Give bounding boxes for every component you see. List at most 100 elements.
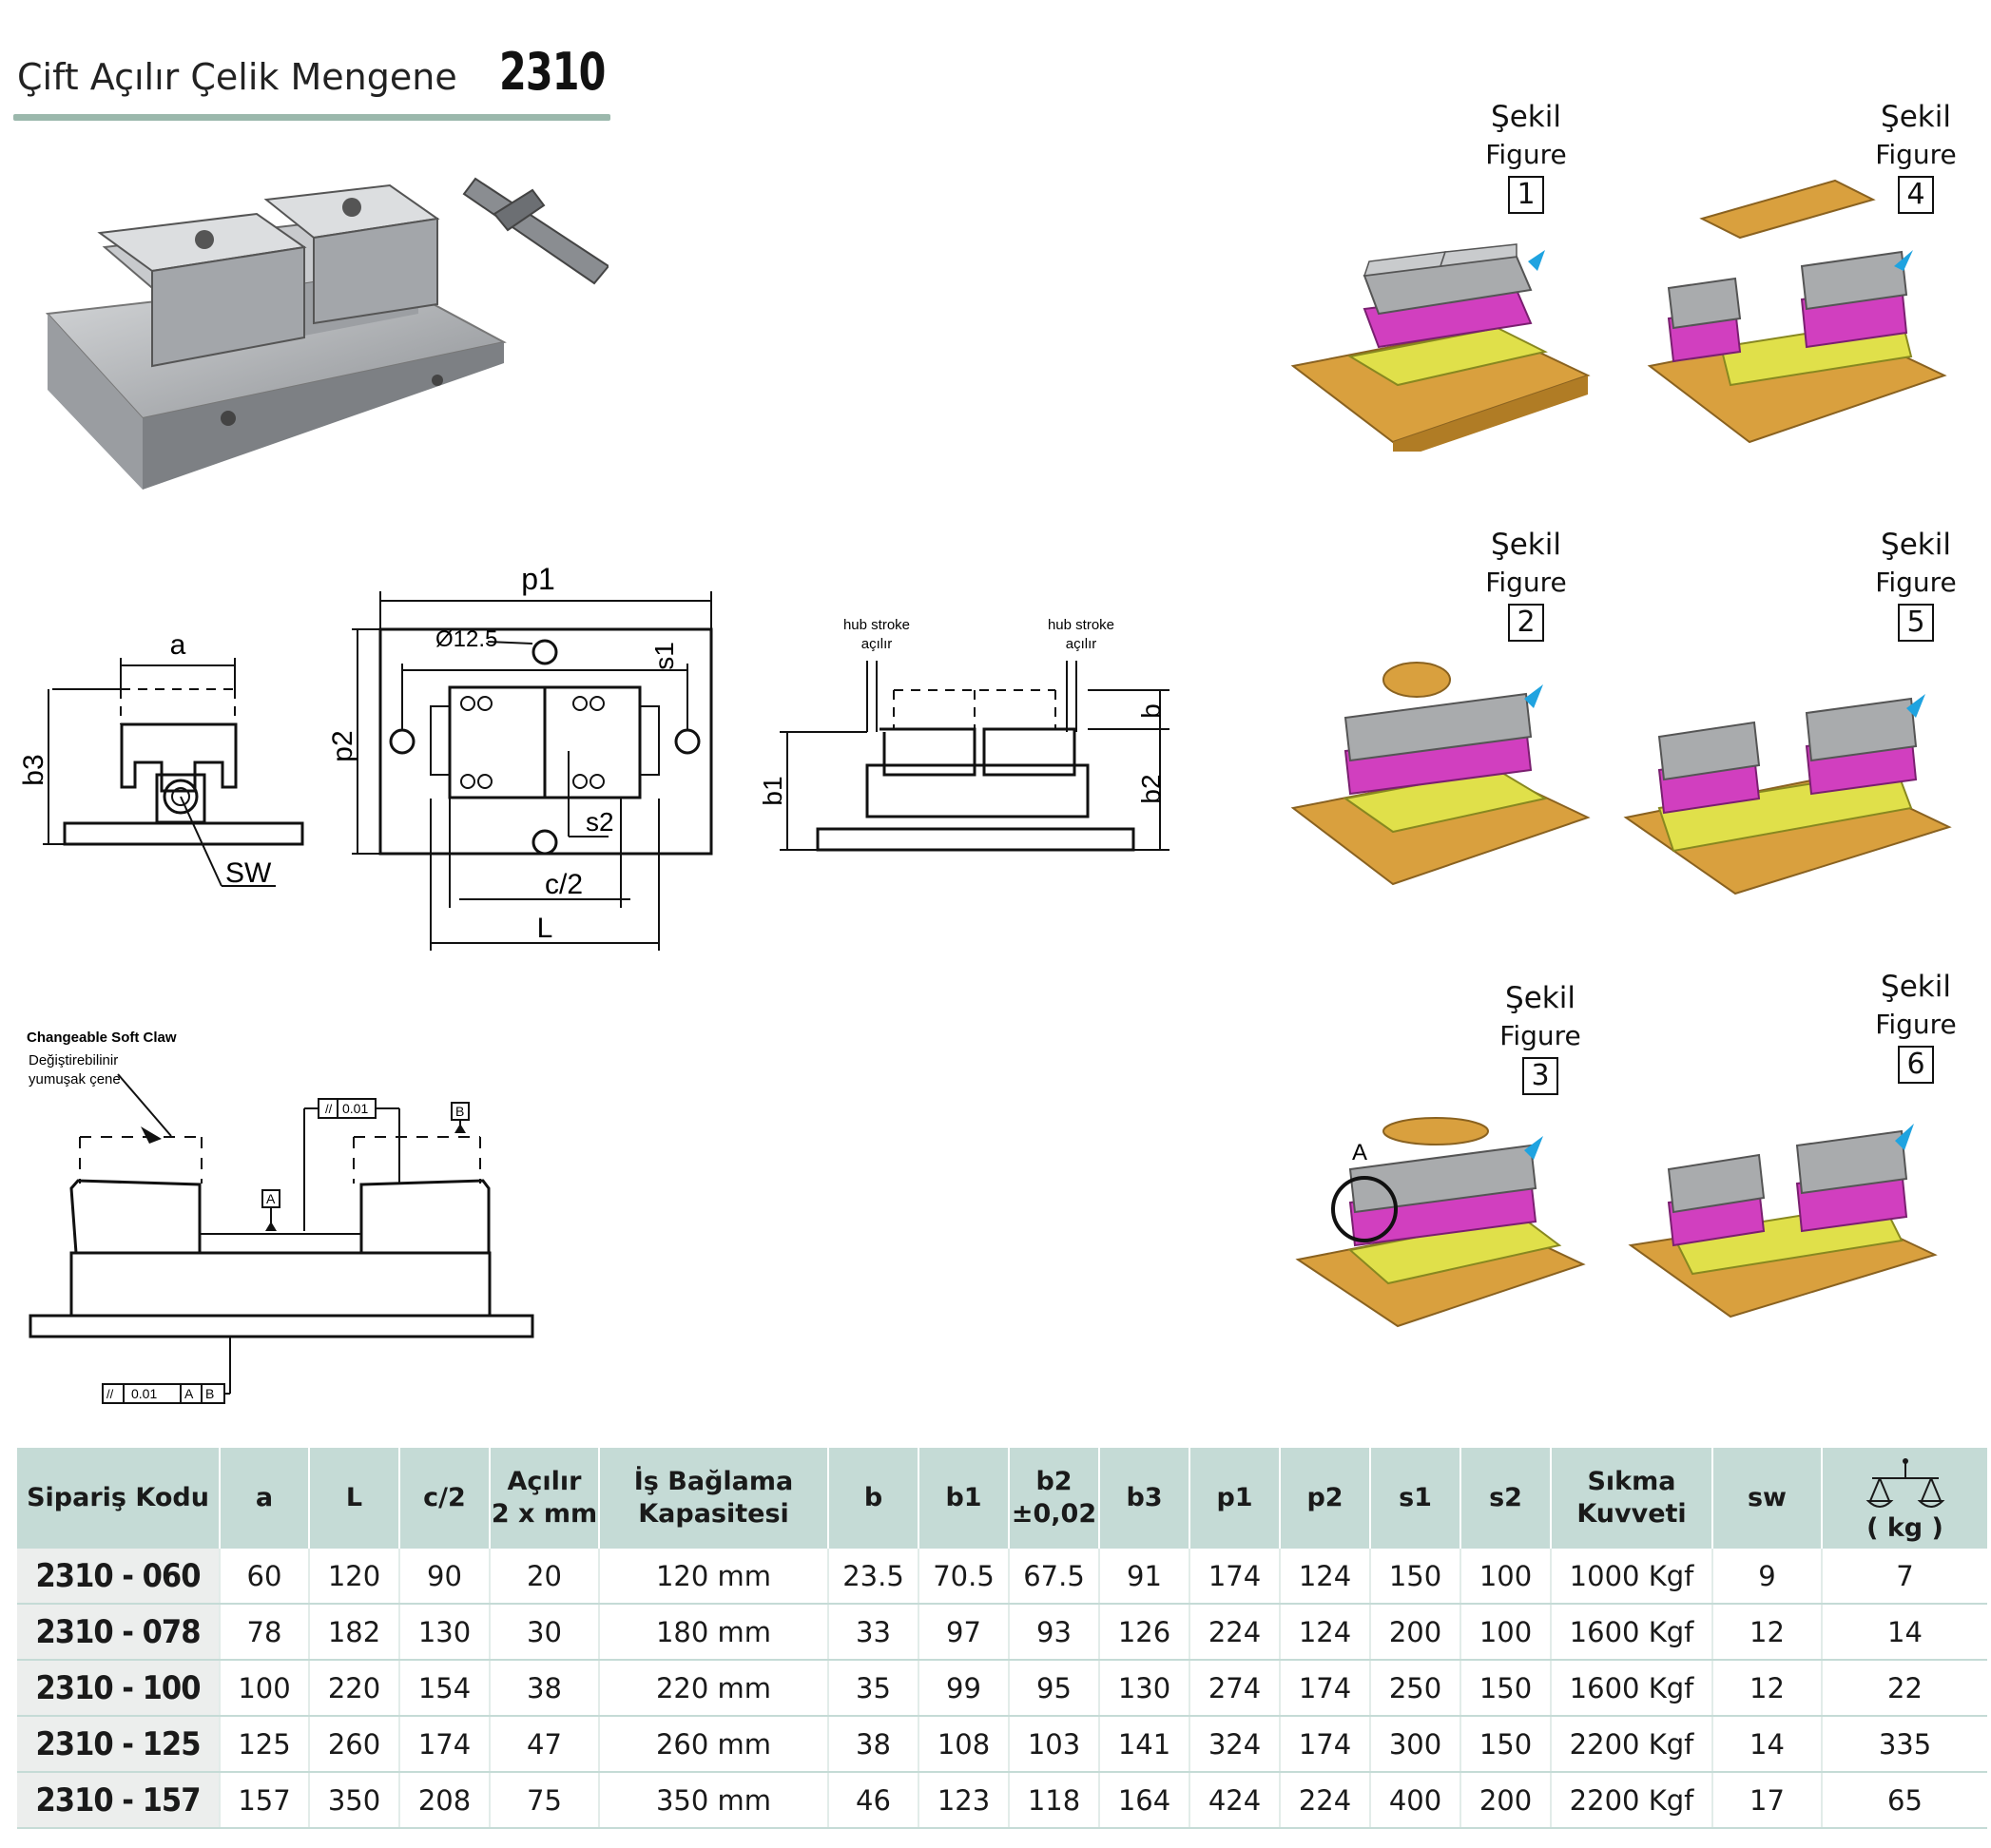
dim-c2: c/2 <box>545 869 583 900</box>
table-cell: 220 mm <box>599 1660 829 1717</box>
table-cell: 75 <box>490 1772 600 1829</box>
table-cell: 164 <box>1099 1772 1190 1829</box>
dim-p2: p2 <box>327 730 358 761</box>
figure-number-5: 5 <box>1898 604 1934 642</box>
table-cell: 174 <box>1280 1660 1371 1717</box>
table-cell: 174 <box>1280 1716 1371 1773</box>
table-cell: 208 <box>399 1772 491 1829</box>
dim-s1: s1 <box>649 642 679 670</box>
table-cell: 124 <box>1280 1604 1371 1661</box>
table-cell: 100 <box>220 1660 310 1717</box>
table-cell: 23.5 <box>828 1549 919 1605</box>
table-cell: 154 <box>399 1660 491 1717</box>
table-cell: 182 <box>309 1604 400 1661</box>
datum-a: A <box>266 1191 276 1206</box>
table-cell: 350 mm <box>599 1772 829 1829</box>
dim-b3: b3 <box>18 754 49 785</box>
table-cell: 157 <box>220 1772 310 1829</box>
hub-acilir-label-left: açılır <box>861 636 893 652</box>
hub-stroke-label-right: hub stroke <box>1048 617 1114 633</box>
table-cell: 93 <box>1009 1604 1100 1661</box>
table-cell: 300 <box>1370 1716 1461 1773</box>
claw-label-en: Changeable Soft Claw <box>27 1030 177 1046</box>
tolerance-2-datum-b: B <box>205 1386 214 1401</box>
table-cell: 97 <box>918 1604 1010 1661</box>
table-cell: 78 <box>220 1604 310 1661</box>
figure-2-illustration <box>1290 662 1591 886</box>
order-code-cell: 2310 - 100 <box>17 1660 221 1717</box>
scale-icon <box>1865 1458 1944 1508</box>
table-cell: 274 <box>1189 1660 1281 1717</box>
table-cell: 47 <box>490 1716 600 1773</box>
table-cell: 1600 Kgf <box>1551 1604 1713 1661</box>
figure-number-6: 6 <box>1898 1046 1934 1084</box>
table-cell: 14 <box>1822 1604 1987 1661</box>
table-cell: 14 <box>1712 1716 1823 1773</box>
table-cell: 100 <box>1460 1604 1552 1661</box>
table-cell: 125 <box>220 1716 310 1773</box>
table-cell: 200 <box>1370 1604 1461 1661</box>
col-header: sw <box>1712 1448 1823 1549</box>
col-header: b2±0,02 <box>1009 1448 1100 1549</box>
table-cell: 2200 Kgf <box>1551 1716 1713 1773</box>
svg-text://: // <box>106 1387 114 1401</box>
table-cell: 324 <box>1189 1716 1281 1773</box>
tolerance-2-datum-a: A <box>184 1386 194 1401</box>
order-code-cell: 2310 - 125 <box>17 1716 221 1773</box>
datum-b: B <box>455 1104 464 1119</box>
table-cell: 174 <box>399 1716 491 1773</box>
table-cell: 124 <box>1280 1549 1371 1605</box>
table-cell: 20 <box>490 1549 600 1605</box>
hub-acilir-label-right: açılır <box>1066 636 1097 652</box>
product-photo <box>45 177 609 490</box>
dim-s2: s2 <box>586 807 614 837</box>
col-header: b1 <box>918 1448 1010 1549</box>
table-cell: 7 <box>1822 1549 1987 1605</box>
dim-b2: b2 <box>1136 774 1166 803</box>
end-view-drawing: a b3 SW <box>18 629 304 889</box>
table-cell: 350 <box>309 1772 400 1829</box>
table-cell: 123 <box>918 1772 1010 1829</box>
order-code-cell: 2310 - 157 <box>17 1772 221 1829</box>
col-header: L <box>309 1448 400 1549</box>
table-cell: 35 <box>828 1660 919 1717</box>
col-header: a <box>220 1448 310 1549</box>
order-code-cell: 2310 - 060 <box>17 1549 221 1605</box>
table-cell: 1600 Kgf <box>1551 1660 1713 1717</box>
col-header: p1 <box>1189 1448 1281 1549</box>
figure-number-4: 4 <box>1898 176 1934 214</box>
figure-5-illustration <box>1623 694 1952 895</box>
hub-stroke-label-left: hub stroke <box>843 617 910 633</box>
table-cell: 220 <box>309 1660 400 1717</box>
figure-1-illustration <box>1290 243 1591 452</box>
tolerance-parallel-2: 0.01 <box>131 1386 157 1401</box>
table-cell: 46 <box>828 1772 919 1829</box>
table-cell: 2200 Kgf <box>1551 1772 1713 1829</box>
title-underline <box>13 114 610 121</box>
table-cell: 90 <box>399 1549 491 1605</box>
dim-sw: SW <box>225 857 272 889</box>
table-cell: 260 mm <box>599 1716 829 1773</box>
table-cell: 150 <box>1370 1549 1461 1605</box>
product-code: 2310 <box>498 42 606 102</box>
dim-L: L <box>537 913 553 944</box>
table-cell: 424 <box>1189 1772 1281 1829</box>
dim-b: b <box>1136 703 1166 719</box>
side-view-drawing: hub stroke açılır hub stroke açılır b b1… <box>761 617 1169 852</box>
table-cell: 180 mm <box>599 1604 829 1661</box>
table-cell: 65 <box>1822 1772 1987 1829</box>
claw-label-tr2: yumuşak çene <box>29 1071 121 1088</box>
dim-hole-diameter: Ø12.5 <box>435 626 497 652</box>
